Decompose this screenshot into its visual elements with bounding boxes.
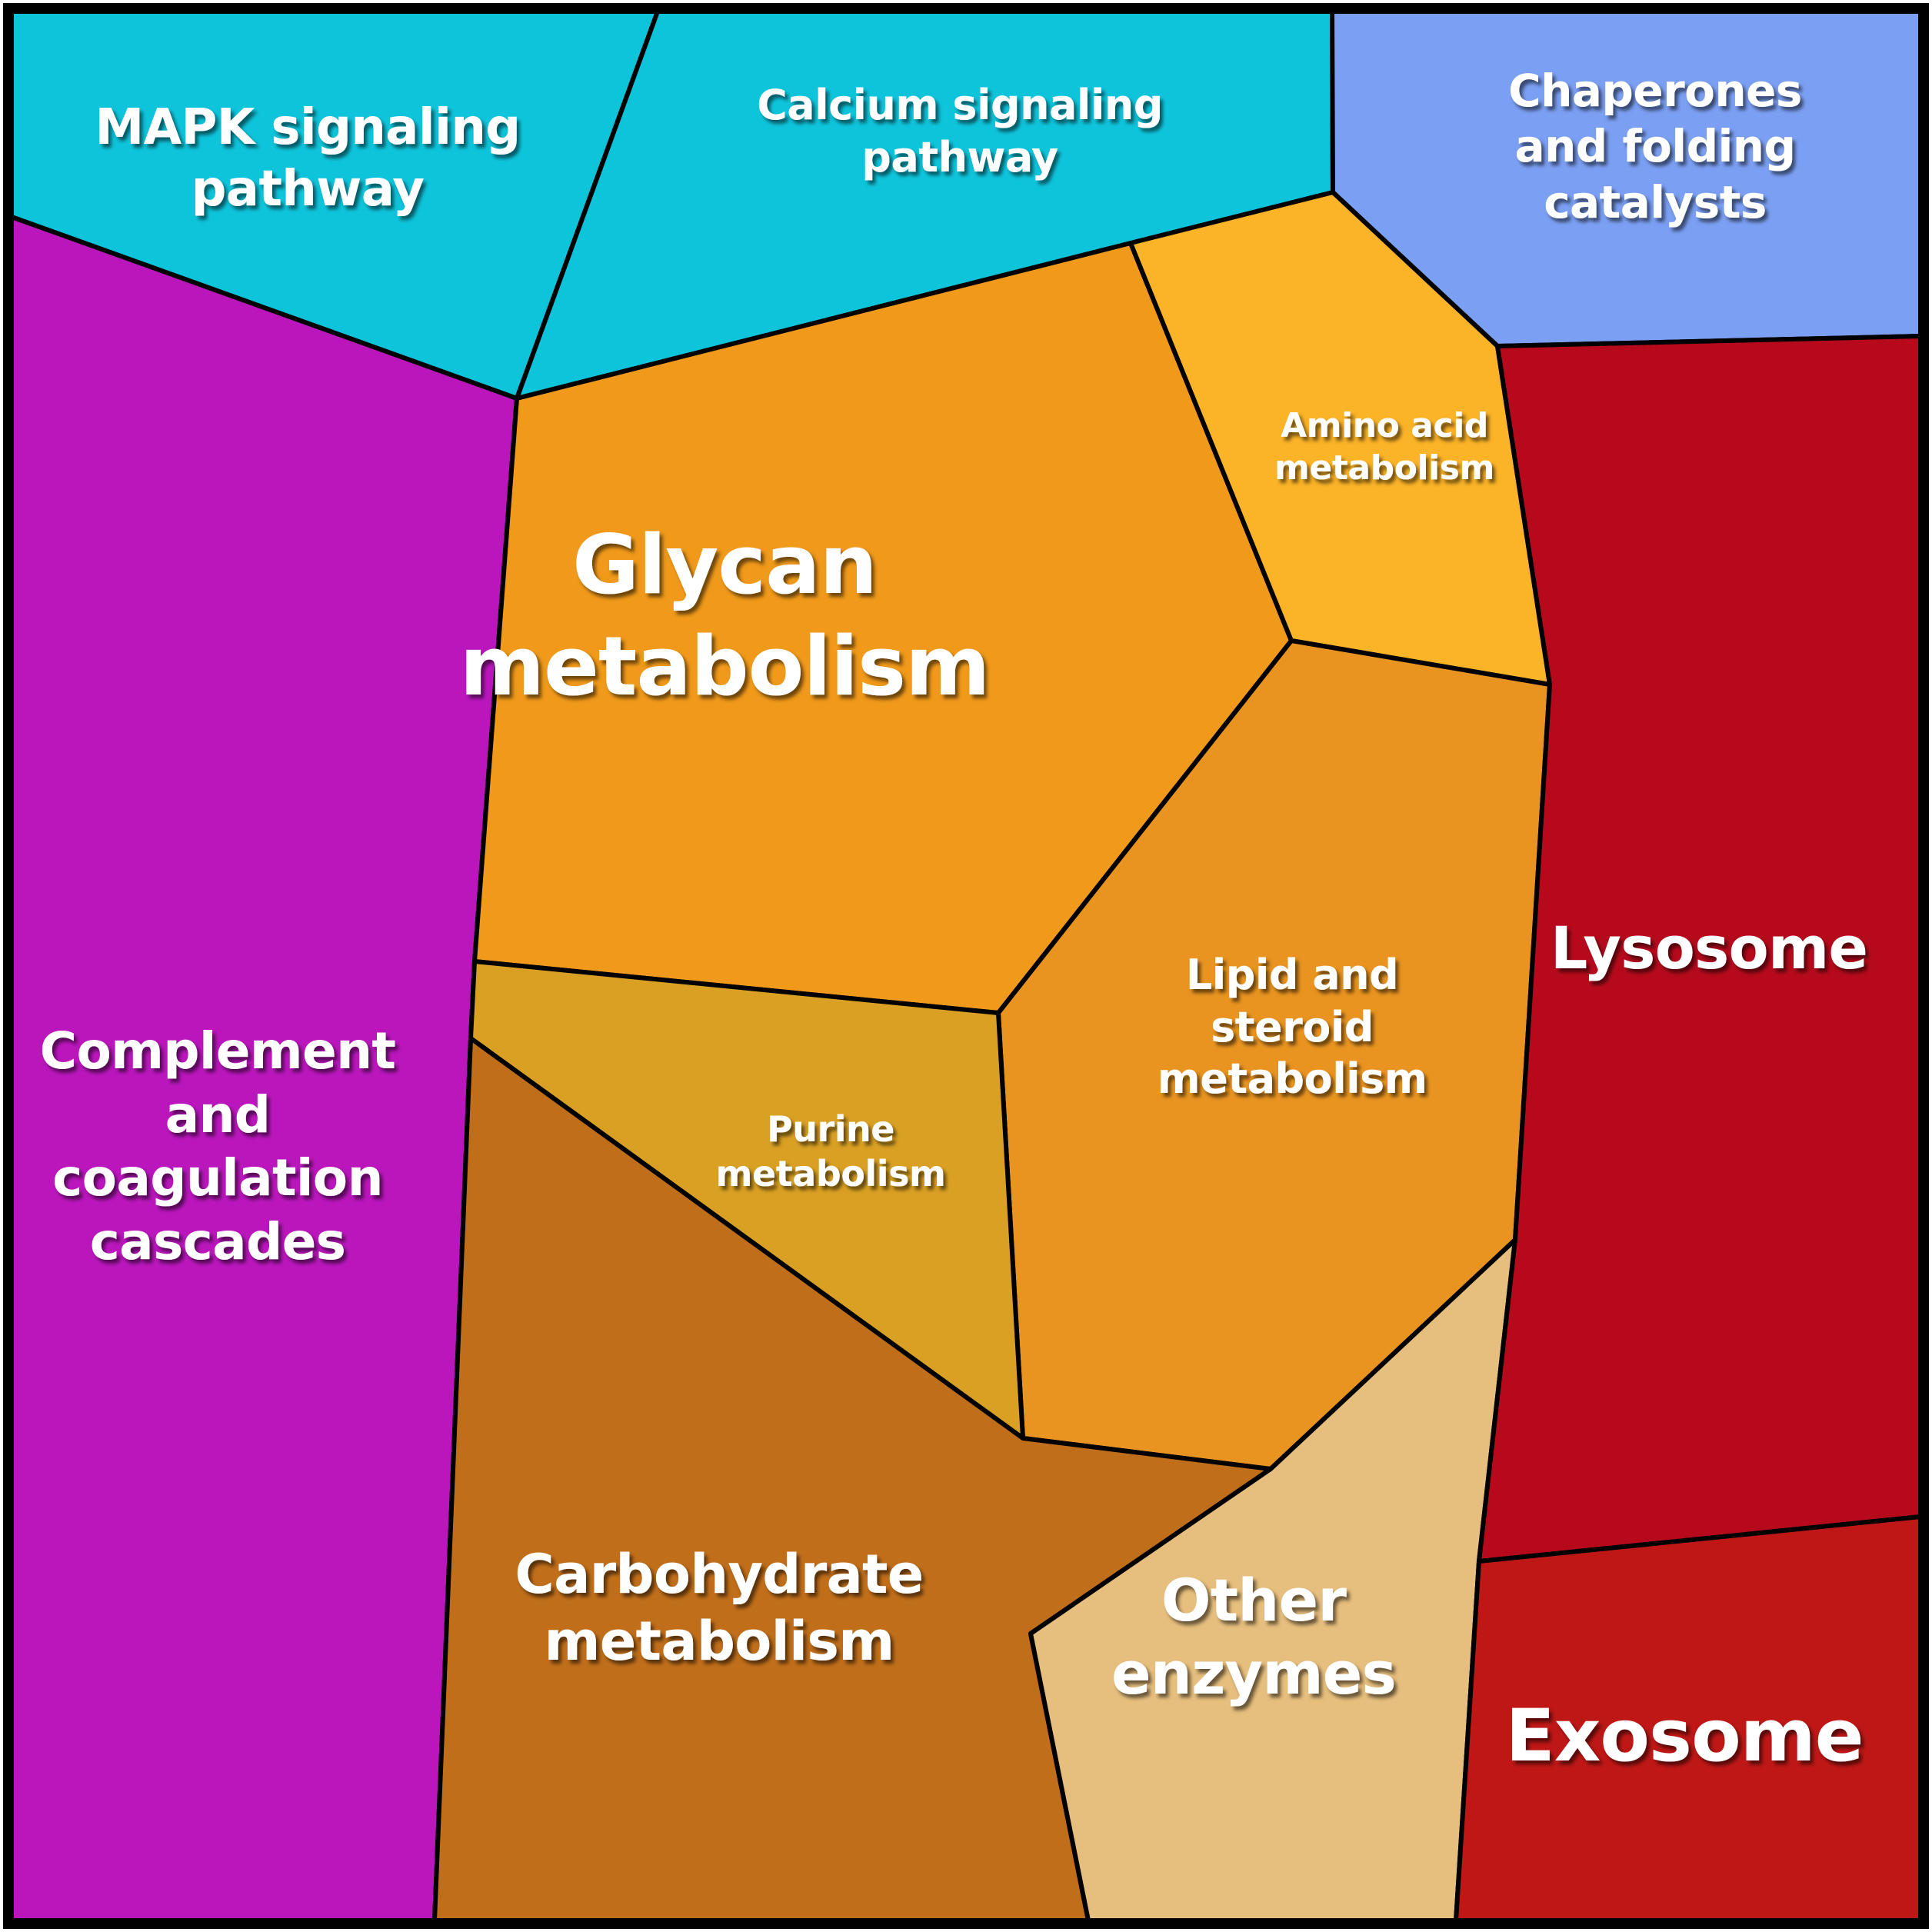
cells-layer [9, 9, 1923, 1923]
label-exosome: Exosome [1505, 1694, 1863, 1778]
label-lysosome: Lysosome [1551, 914, 1867, 982]
cell-exosome [1454, 1514, 1923, 1923]
